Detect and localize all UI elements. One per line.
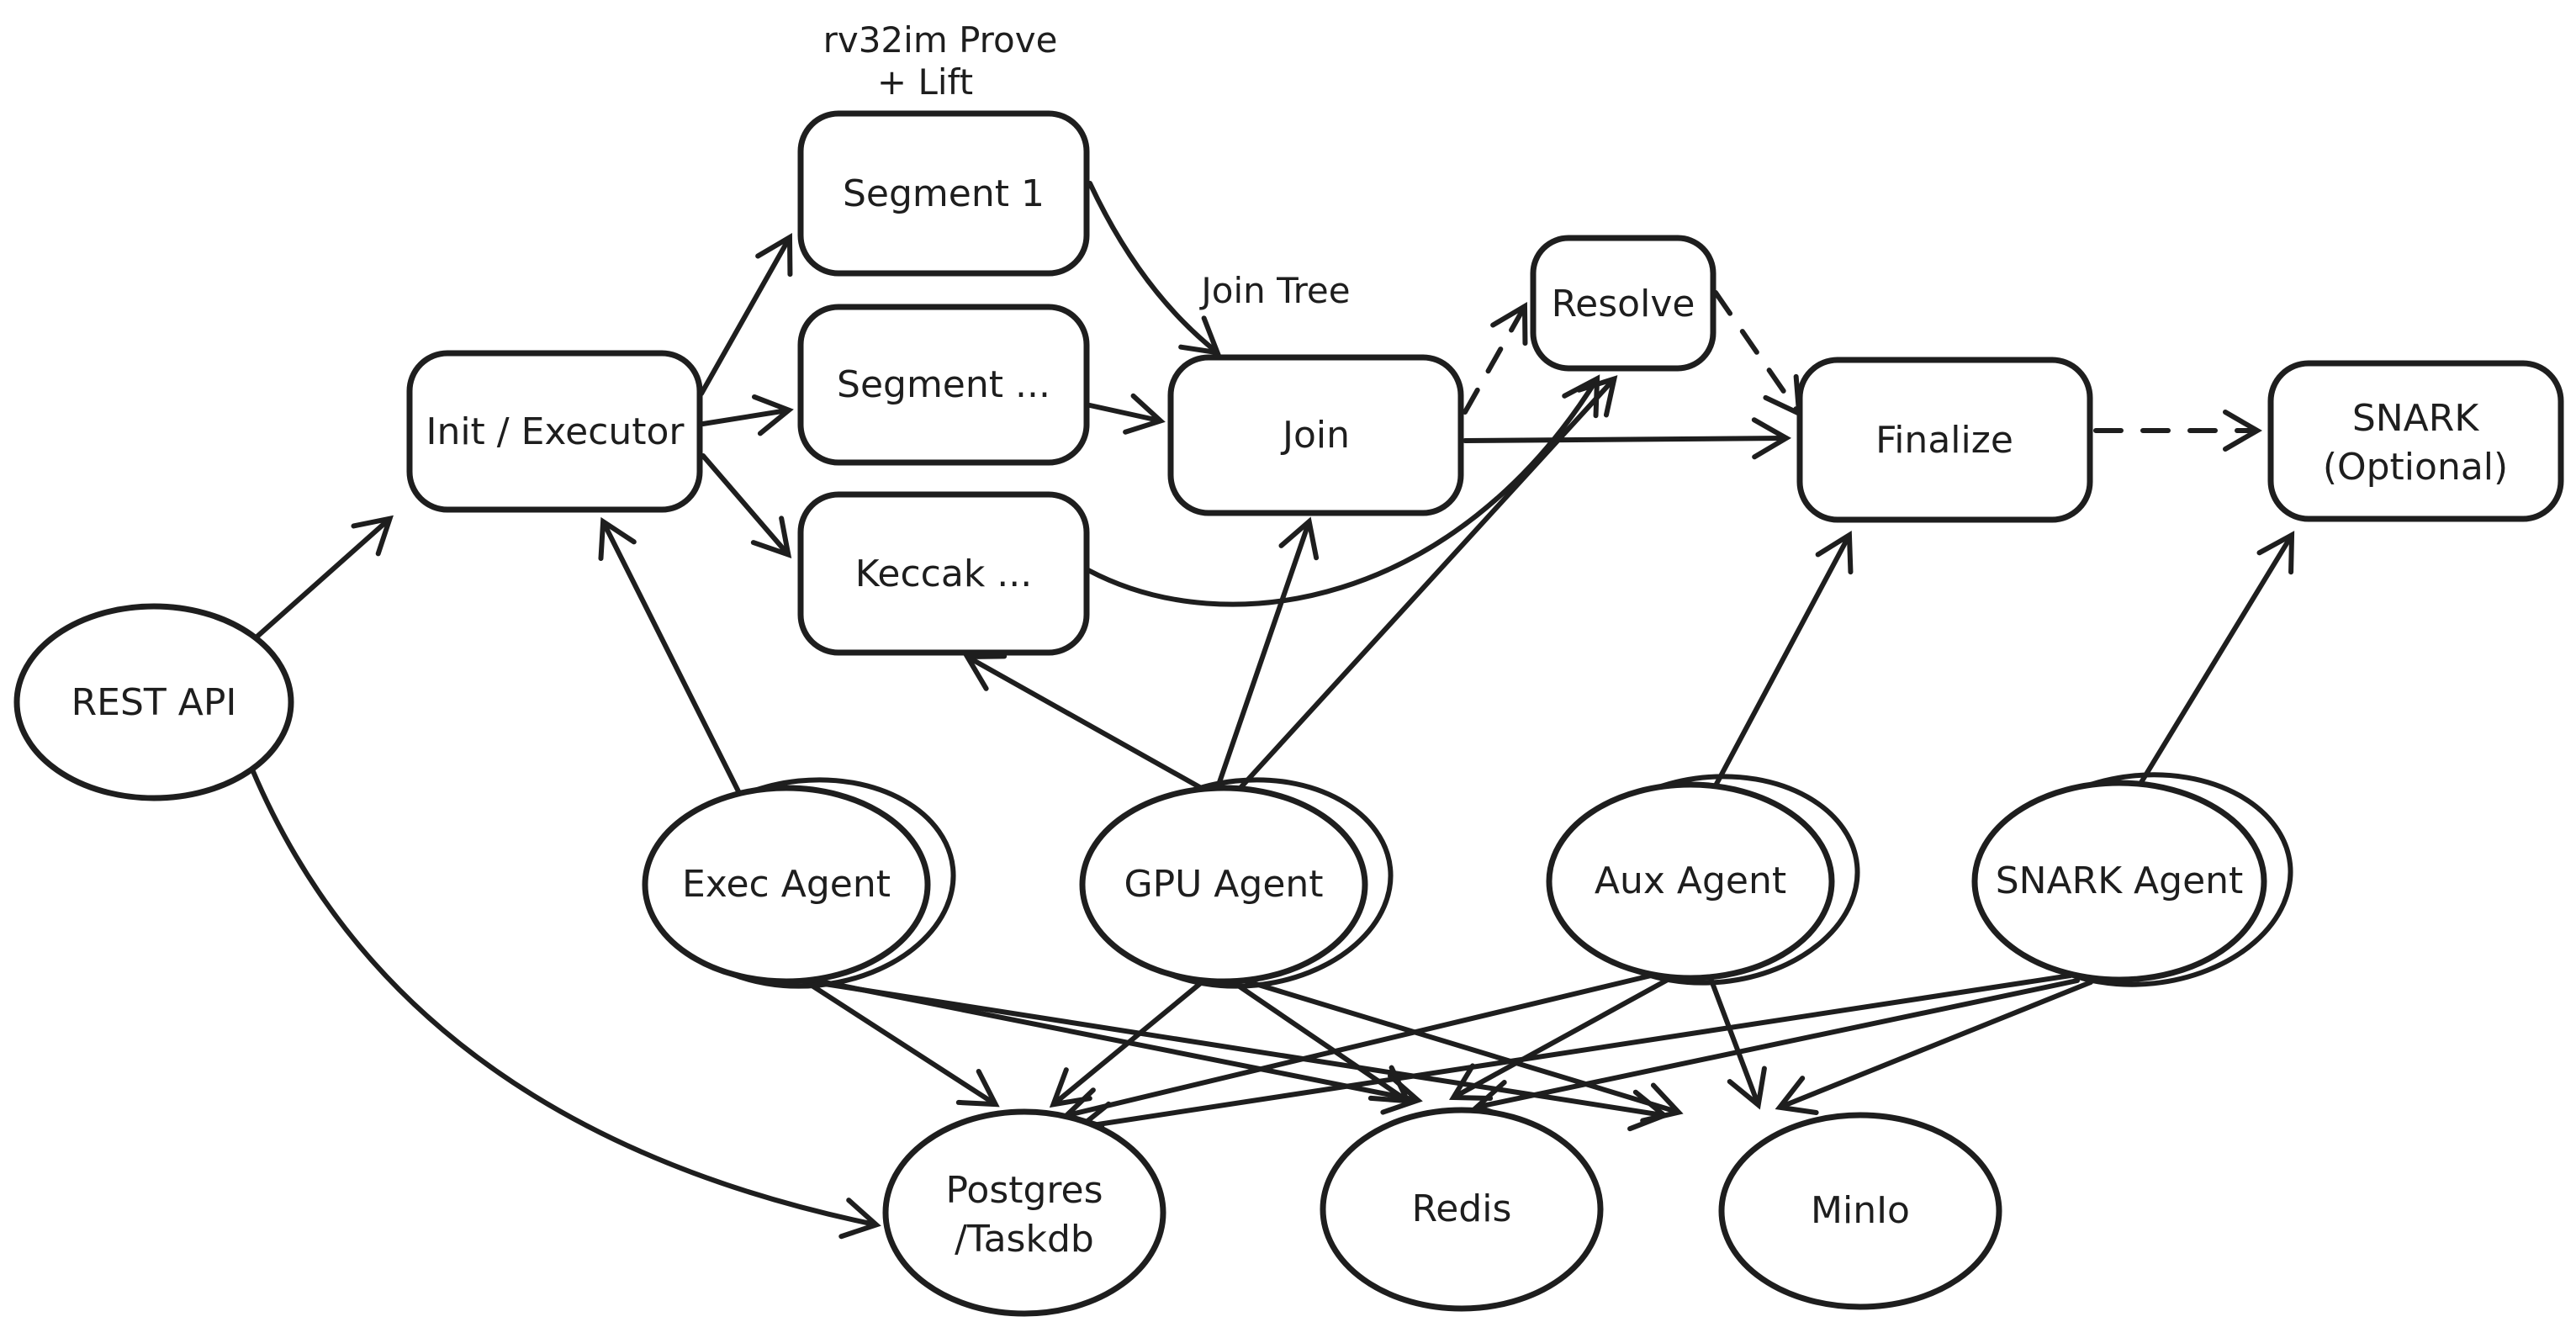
edge-segment-1-to-join (1087, 181, 1222, 356)
node-finalize: Finalize (1796, 357, 2093, 523)
edge-gpu-agent-to-minio (1234, 976, 1684, 1124)
edge-aux-agent-to-redis (1449, 973, 1678, 1101)
edge-init-executor-to-keccak (701, 453, 792, 559)
edge-segment-more-to-join (1087, 393, 1166, 435)
edge-aux-agent-to-finalize (1713, 530, 1854, 788)
annotation-rv32im-prove-line2: + Lift (877, 61, 973, 103)
edge-join-to-finalize (1463, 417, 1791, 460)
node-resolve: Resolve (1530, 235, 1716, 372)
edge-snark-agent-to-postgres (1075, 973, 2073, 1144)
node-snark-agent-label: SNARK Agent (1996, 859, 2244, 902)
node-postgres-label-line2: /Taskdb (955, 1218, 1094, 1261)
edge-gpu-agent-to-join (1215, 516, 1320, 790)
node-segment-more-label: Segment ... (837, 363, 1050, 406)
annotation-rv32im-prove-line1: rv32im Prove (823, 19, 1058, 61)
node-aux-agent: Aux Agent (1546, 774, 1860, 986)
node-redis: Redis (1320, 1107, 1604, 1312)
node-segment-1: Segment 1 (797, 110, 1090, 277)
node-gpu-agent: GPU Agent (1079, 777, 1394, 989)
edge-init-executor-to-segment-1 (699, 233, 793, 396)
edge-exec-agent-to-postgres (796, 975, 1000, 1108)
node-resolve-label: Resolve (1552, 283, 1695, 325)
node-exec-agent-label: Exec Agent (682, 863, 891, 906)
node-minio: MinIo (1718, 1112, 2002, 1310)
node-snark-agent: SNARK Agent (1971, 772, 2293, 987)
node-finalize-label: Finalize (1875, 419, 2013, 462)
edge-join-to-resolve (1463, 302, 1528, 415)
node-exec-agent: Exec Agent (642, 777, 956, 989)
edge-aux-agent-to-postgres (1061, 970, 1668, 1129)
edge-resolve-to-finalize (1713, 290, 1802, 418)
node-postgres: Postgres /Taskdb (882, 1108, 1166, 1317)
edge-init-executor-to-segment-more (701, 394, 794, 436)
node-keccak-label: Keccak ... (855, 553, 1033, 595)
edge-gpu-agent-to-keccak (963, 653, 1205, 791)
edge-keccak-to-resolve (1086, 374, 1600, 607)
edge-layer (250, 181, 2295, 1240)
edge-exec-agent-to-init-executor (598, 516, 743, 797)
node-layer: REST API Init / Executor Segment 1 Segme… (13, 110, 2564, 1317)
node-rest-api: REST API (13, 603, 294, 801)
node-keccak: Keccak ... (797, 491, 1090, 656)
node-segment-more: Segment ... (797, 304, 1090, 466)
node-snark: SNARK (Optional) (2267, 360, 2564, 522)
node-snark-label-line2: (Optional) (2323, 446, 2508, 489)
node-init-executor-label: Init / Executor (426, 410, 685, 453)
node-join-label: Join (1280, 414, 1350, 457)
node-postgres-label-line1: Postgres (945, 1169, 1103, 1212)
edge-exec-agent-to-minio (801, 978, 1669, 1132)
edge-rest-api-to-init-executor (250, 515, 394, 643)
edge-gpu-agent-to-resolve (1235, 375, 1618, 793)
edge-snark-agent-to-snark (2138, 531, 2295, 786)
node-rest-api-label: REST API (71, 681, 237, 724)
node-gpu-agent-label: GPU Agent (1124, 863, 1323, 906)
edge-rest-api-to-postgres (250, 767, 881, 1240)
edge-aux-agent-to-minio (1706, 971, 1767, 1110)
node-aux-agent-label: Aux Agent (1595, 859, 1786, 902)
annotation-layer: rv32im Prove + Lift Join Tree (823, 19, 1351, 311)
edge-snark-agent-to-minio (1775, 980, 2093, 1115)
node-segment-1-label: Segment 1 (843, 172, 1045, 215)
node-snark-label-line1: SNARK (2352, 397, 2480, 440)
node-minio-label: MinIo (1811, 1189, 1910, 1232)
node-redis-label: Redis (1412, 1187, 1512, 1230)
edge-snark-agent-to-redis (1472, 978, 2080, 1122)
annotation-join-tree: Join Tree (1198, 270, 1350, 311)
node-init-executor: Init / Executor (406, 350, 703, 513)
edge-gpu-agent-to-postgres (1049, 976, 1209, 1108)
node-join: Join (1167, 354, 1464, 516)
